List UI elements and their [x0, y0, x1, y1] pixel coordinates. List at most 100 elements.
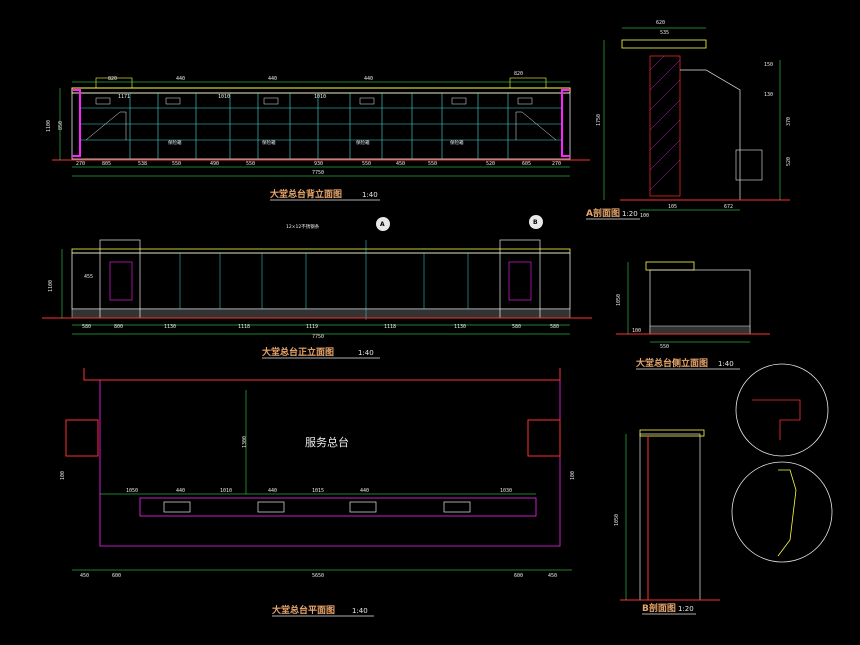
- front-counter-body: [71, 252, 571, 310]
- section-a-hatching: [649, 55, 681, 191]
- section-a-scale: 1:20: [622, 210, 638, 218]
- side-counter-top: [645, 261, 695, 271]
- plan-inner-dim-4: 440: [268, 488, 277, 494]
- section-a-bottom-dim-3: 672: [724, 204, 733, 210]
- front-right-pillar: [499, 239, 541, 319]
- front-dim-4: 1118: [238, 324, 250, 330]
- front-dim-2: 800: [114, 324, 123, 330]
- front-elevation-title: 大堂总台正立面图: [262, 346, 334, 358]
- front-dimension-lines: [61, 249, 570, 335]
- back-dim-8: 550: [362, 161, 371, 167]
- section-b-detail-circle-bottom: [731, 461, 833, 563]
- front-panel-dividers: [179, 240, 469, 320]
- back-counter-top: [71, 87, 571, 94]
- plan-view: 服务总台 450 600 5650 600 450 1050 440 1010 …: [60, 368, 576, 617]
- back-elevation-view: 保险箱 保险箱 保险箱 保险箱 270 805 538 550 490 550 …: [46, 71, 590, 201]
- front-dim-8: 580: [512, 324, 521, 330]
- plan-inner-dim-1: 1050: [126, 488, 138, 494]
- section-b-title: B剖面图: [642, 602, 676, 614]
- back-dim-1: 270: [76, 161, 85, 167]
- plan-dim-4: 600: [514, 573, 523, 579]
- back-dim-13: 270: [552, 161, 561, 167]
- section-b-left-dim: 1050: [614, 514, 620, 526]
- plan-left-pillar: [65, 419, 99, 457]
- section-marker-b: B: [529, 215, 543, 229]
- back-dim-6: 550: [246, 161, 255, 167]
- section-marker-a: A: [376, 217, 390, 231]
- section-a-right-dim-3: 370: [786, 117, 792, 126]
- plan-left-dim: 100: [60, 471, 66, 480]
- front-total-dim: 7750: [312, 334, 324, 340]
- plan-bottom-dims: 450 600 5650 600 450: [80, 573, 557, 579]
- plan-center-label: 服务总台: [305, 435, 349, 449]
- plan-safes: [163, 501, 471, 513]
- plan-inner-dim-5: 1015: [312, 488, 324, 494]
- side-left-dim-1: 1050: [616, 294, 622, 306]
- section-b-detail-profile-bottom: [777, 469, 797, 557]
- back-top-dim-4: 440: [268, 76, 277, 82]
- front-dim-5: 1119: [306, 324, 318, 330]
- plan-dim-2: 600: [112, 573, 121, 579]
- back-top-dim-5: 1010: [314, 94, 326, 100]
- back-dim-4: 550: [172, 161, 181, 167]
- side-left-dim-2: 100: [632, 328, 641, 334]
- front-leader-note: 12×12不锈钢条: [286, 223, 320, 230]
- back-dimension-lines: [59, 81, 570, 177]
- plan-right-pillar: [527, 419, 561, 457]
- plan-counter-band: [139, 497, 537, 517]
- front-counter-top: [71, 248, 571, 254]
- plan-title: 大堂总台平面图: [272, 604, 335, 616]
- back-cabinet-label-4: 保险箱: [450, 139, 464, 146]
- section-b-outline: [639, 433, 701, 601]
- back-elevation-title: 大堂总台背立面图: [270, 188, 342, 200]
- plan-right-dim: 100: [570, 471, 576, 480]
- front-elevation-view: 580 800 1130 1118 1119 1118 1130 580 580…: [42, 215, 592, 359]
- back-drawer-pulls: [85, 97, 557, 141]
- plan-inner-dim-7: 1030: [500, 488, 512, 494]
- section-b-view: 1050 B剖面图 1:20: [614, 363, 833, 615]
- back-top-dim-2: 440: [176, 76, 185, 82]
- back-right-ornament: [509, 77, 547, 89]
- plan-back-wall: [83, 368, 561, 381]
- back-cabinet-label-1: 保险箱: [168, 139, 182, 146]
- back-dim-7: 930: [314, 161, 323, 167]
- back-dim-5: 490: [210, 161, 219, 167]
- section-a-right-dim-2: 130: [764, 92, 773, 98]
- plan-dim-5: 450: [548, 573, 557, 579]
- back-top-dims: 820 440 1010 440 1010 440 1171 820: [108, 71, 523, 100]
- front-dim-6: 1118: [384, 324, 396, 330]
- back-dim-9: 450: [396, 161, 405, 167]
- section-marker-b-label: B: [533, 219, 538, 226]
- back-dim-11: 520: [486, 161, 495, 167]
- plan-scale: 1:40: [352, 607, 368, 615]
- front-right-pillar-panel: [508, 261, 532, 301]
- section-a-dim-lines: [603, 27, 781, 211]
- section-a-bottom-dim-2: 105: [668, 204, 677, 210]
- plan-inner-dim-6: 440: [360, 488, 369, 494]
- back-dim-10: 550: [428, 161, 437, 167]
- back-left-magenta-panel: [72, 89, 81, 157]
- section-a-title: A剖面图: [586, 207, 620, 219]
- front-left-dim-1: 1100: [48, 280, 54, 292]
- back-dim-12: 605: [522, 161, 531, 167]
- front-left-pillar-panel: [109, 261, 133, 301]
- back-left-dim-2: 850: [58, 121, 64, 130]
- section-a-right-dim-1: 150: [764, 62, 773, 68]
- back-top-dim-6: 440: [364, 76, 373, 82]
- front-dim-7: 1130: [454, 324, 466, 330]
- section-a-right-dim-4: 520: [786, 157, 792, 166]
- front-elevation-scale: 1:40: [358, 349, 374, 357]
- back-counter-body: [71, 92, 571, 160]
- section-a-wall-hatch: [649, 55, 681, 197]
- section-a-top-cap: [621, 39, 707, 49]
- plan-inner-dims: 1050 440 1010 440 1015 440 1030: [126, 488, 512, 494]
- back-cabinet-label-3: 保险箱: [356, 139, 370, 146]
- front-left-dim-2: 455: [84, 274, 93, 280]
- back-top-dim-3: 1010: [218, 94, 230, 100]
- back-cabinet-label-2: 保险箱: [262, 139, 276, 146]
- front-dim-3: 1130: [164, 324, 176, 330]
- plan-inner-dim-3: 1010: [220, 488, 232, 494]
- plan-inner-dim-2: 440: [176, 488, 185, 494]
- plan-dim-3: 5650: [312, 573, 324, 579]
